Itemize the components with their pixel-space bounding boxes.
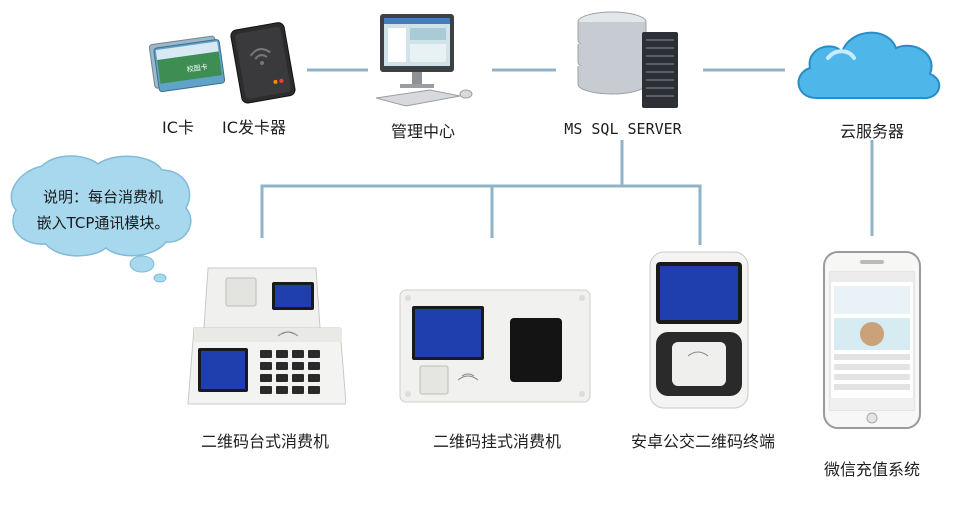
bus-line	[260, 184, 702, 245]
svg-text:校园卡: 校园卡	[186, 62, 208, 74]
server-image	[577, 11, 678, 108]
note-line-1: 说明：每台消费机	[42, 188, 163, 206]
label-android-terminal: 安卓公交二维码终端	[630, 432, 775, 451]
android-terminal-image	[649, 251, 749, 409]
ic-card-image: 校园卡	[148, 35, 226, 93]
label-cloud: 云服务器	[839, 122, 904, 141]
label-server: MS SQL SERVER	[564, 120, 682, 138]
label-wall-pos: 二维码挂式消费机	[432, 432, 561, 451]
cloud-icon	[797, 31, 941, 100]
label-desktop-pos: 二维码台式消费机	[200, 432, 329, 451]
note-bubble	[10, 155, 192, 283]
management-pc-image	[375, 14, 473, 107]
wall-pos-image	[399, 289, 591, 403]
label-ic-issuer: IC发卡器	[222, 118, 286, 137]
phone-image	[823, 251, 921, 429]
ic-issuer-image	[230, 22, 296, 104]
label-wechat: 微信充值系统	[823, 460, 920, 479]
desktop-pos-image	[187, 267, 346, 405]
note-line-2: 嵌入TCP通讯模块。	[36, 214, 170, 232]
label-management: 管理中心	[390, 122, 455, 141]
note-text: 说明：每台消费机 嵌入TCP通讯模块。	[14, 184, 192, 236]
label-ic-card: IC卡	[162, 118, 194, 137]
